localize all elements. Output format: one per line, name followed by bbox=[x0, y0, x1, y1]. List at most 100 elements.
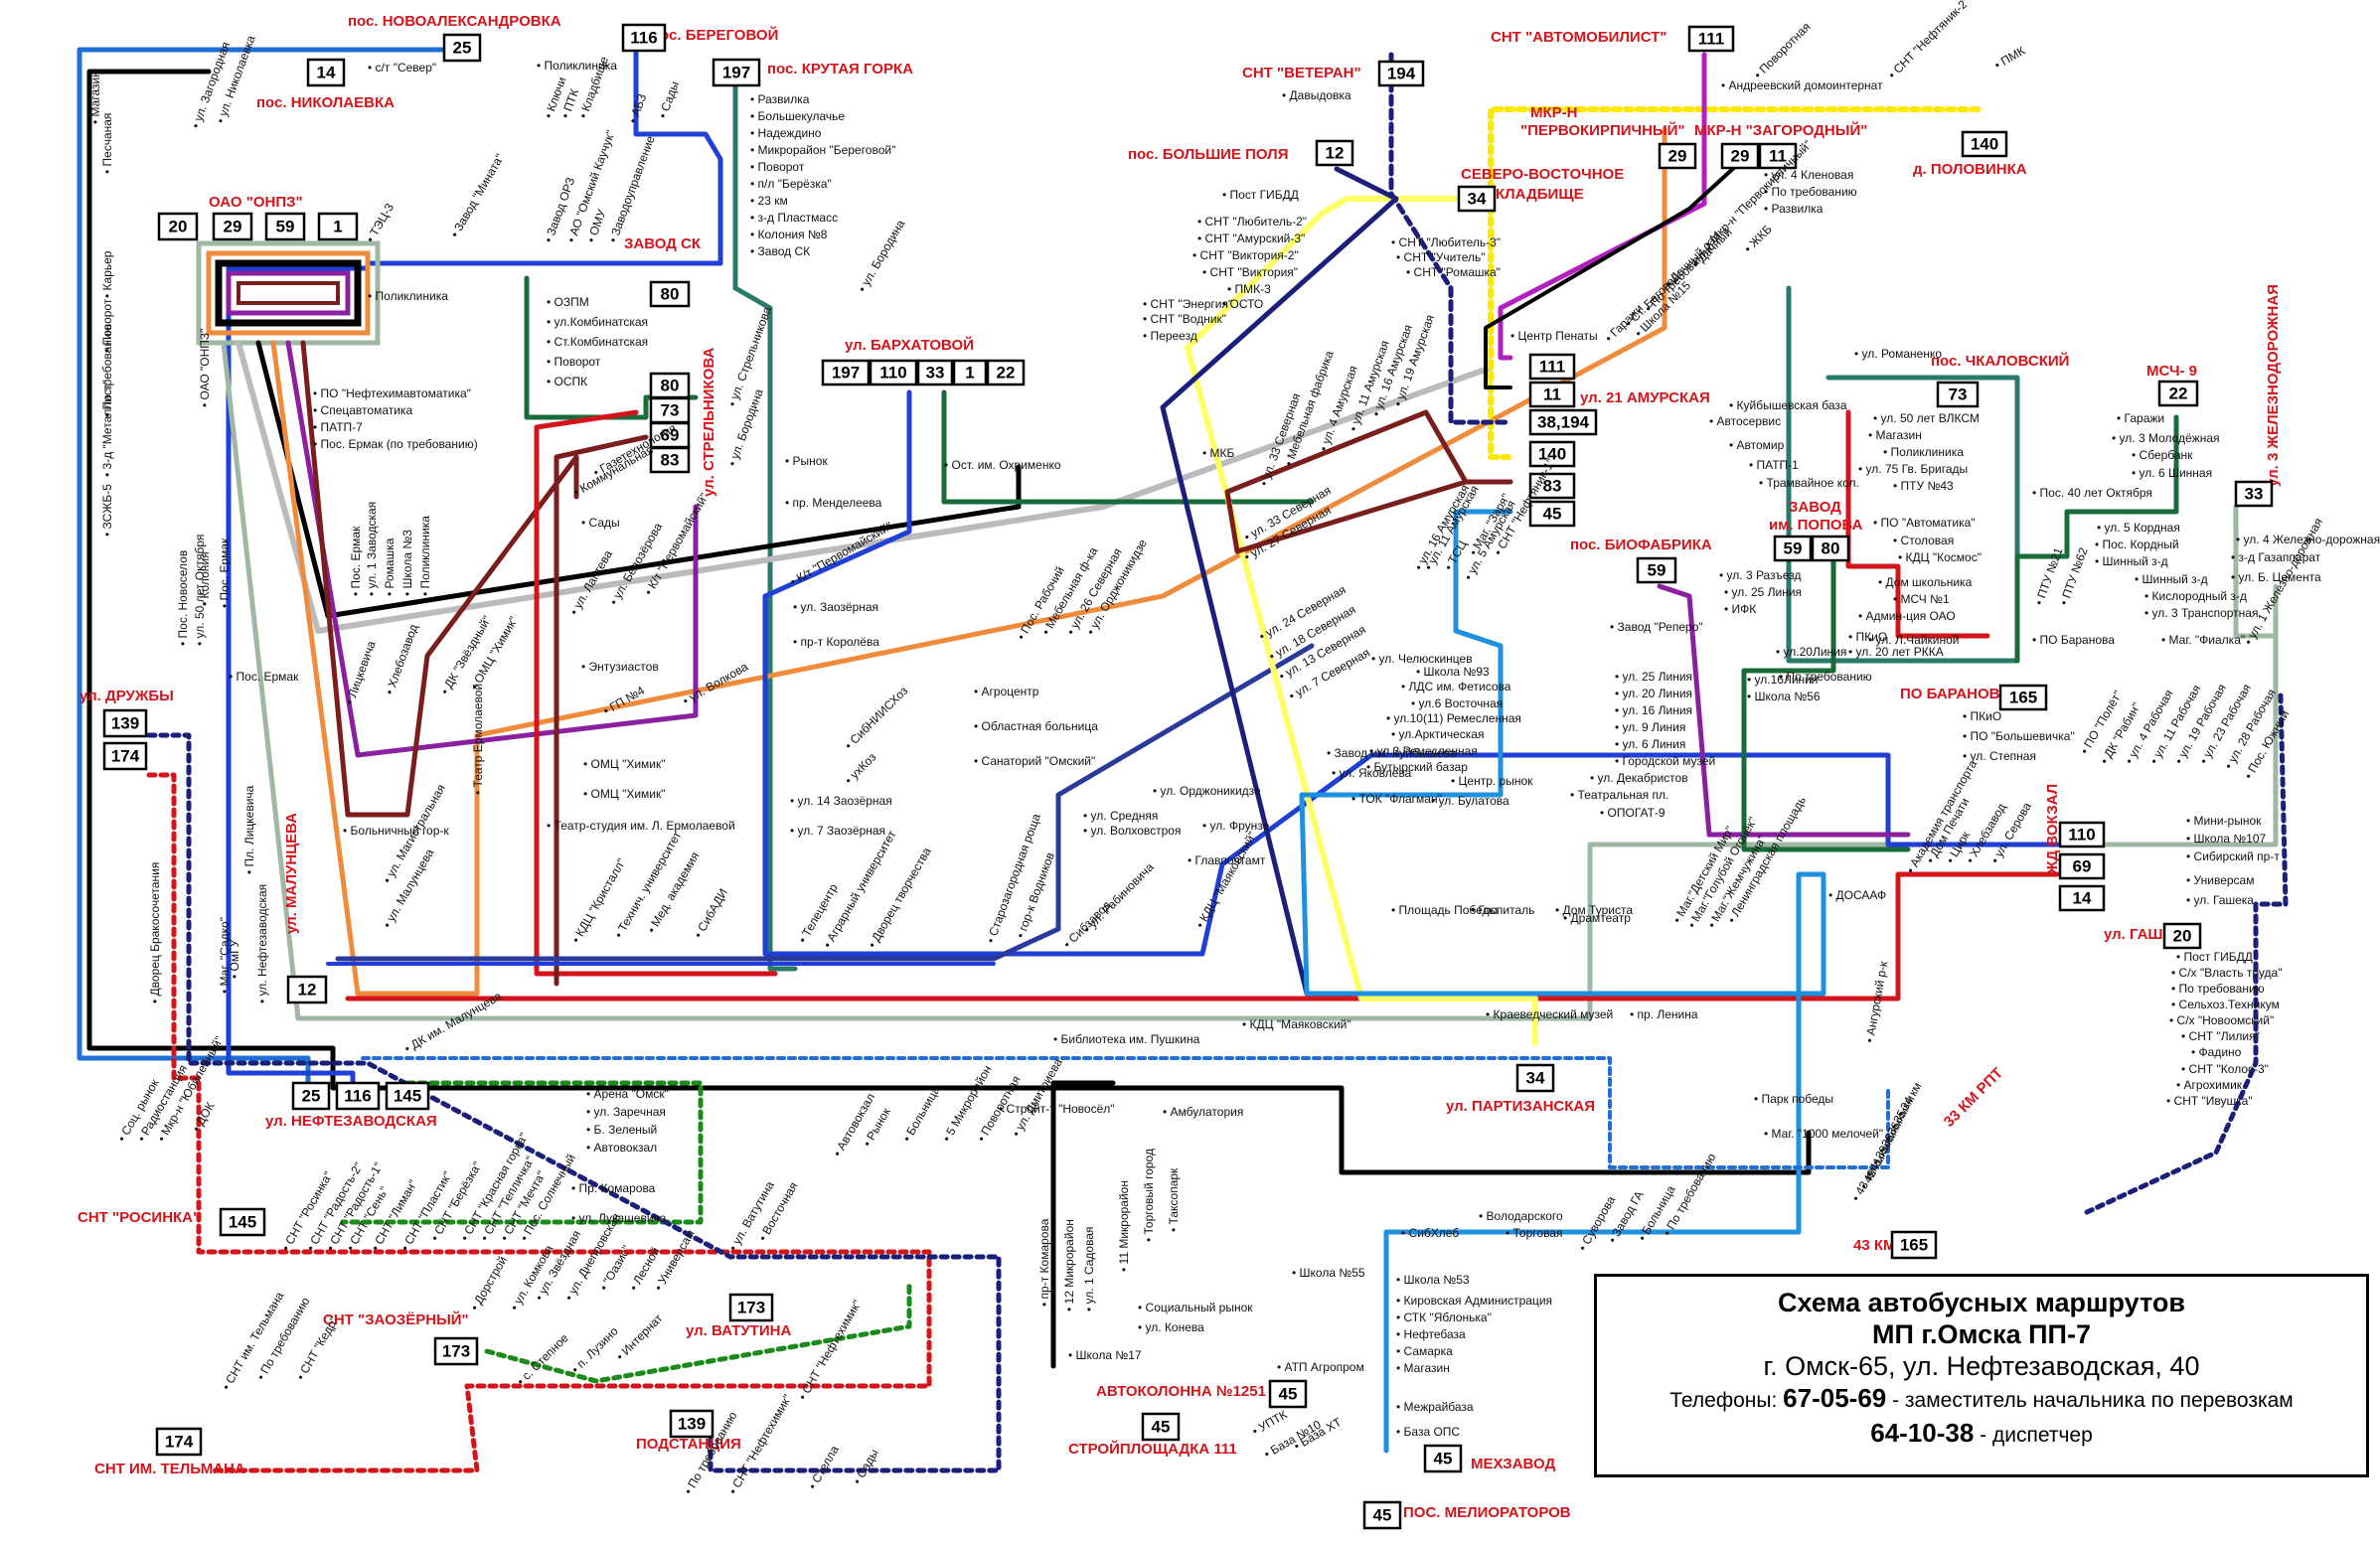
svg-text:83: 83 bbox=[661, 451, 680, 470]
place-label: СНТ "ЗАОЗЁРНЫЙ" bbox=[323, 1311, 469, 1328]
svg-text:80: 80 bbox=[1822, 540, 1840, 558]
svg-text:165: 165 bbox=[2009, 689, 2037, 707]
place-label: ЗАВОД bbox=[1789, 499, 1841, 516]
place-label: ПОДСТАНЦИЯ bbox=[636, 1436, 741, 1453]
stop-label: • Переезд bbox=[1143, 329, 1197, 343]
stop-label: • Стройт-т "Новосёл" bbox=[999, 1102, 1115, 1116]
stop-label: • ул. Б. Цемента bbox=[2231, 570, 2321, 584]
svg-text:45: 45 bbox=[1373, 1506, 1392, 1525]
stop-label: • Колония bbox=[198, 551, 212, 606]
route-box: 45 bbox=[1141, 1412, 1181, 1442]
stop-label: • ухКоз bbox=[842, 750, 879, 788]
stop-label: • з-д Пластмасс bbox=[750, 211, 838, 225]
stop-label: • Завод СК bbox=[750, 244, 810, 258]
svg-text:11: 11 bbox=[1769, 147, 1787, 166]
stop-label: • ул. 25 Линия bbox=[1615, 670, 1692, 684]
stop-label: • ОМЦ "Химик" bbox=[583, 787, 666, 801]
route-box: 174 bbox=[155, 1427, 203, 1457]
stop-label: • Андреевский домоинтернат bbox=[1721, 78, 1883, 92]
stop-label: • ул.6 Восточная bbox=[1411, 696, 1503, 710]
stop-label: • Столовая bbox=[1893, 534, 1954, 547]
place-label: ЖД ВОКЗАЛ bbox=[2044, 784, 2061, 875]
stop-label: • Шинный з-д bbox=[2095, 554, 2168, 568]
stop-label: • Мини-рынок bbox=[2186, 814, 2262, 828]
route-14-line bbox=[86, 69, 1812, 1175]
stop-label: • ОЗПМ bbox=[547, 295, 589, 309]
stop-label: • Админ-ция ОАО bbox=[1858, 609, 1956, 623]
route-box: 22 bbox=[2157, 380, 2199, 407]
route-box: 111 bbox=[1528, 353, 1576, 381]
place-label: ул. ПАРТИЗАНСКАЯ bbox=[1446, 1098, 1595, 1115]
stop-label: • Автосервис bbox=[1709, 414, 1781, 428]
stop-label: • СНТ "Колос-3" bbox=[2181, 1062, 2269, 1076]
stop-label: • ул. 1 Садовая bbox=[1082, 1226, 1096, 1312]
route-110-line bbox=[762, 389, 2060, 957]
stop-label: • Сады bbox=[581, 516, 620, 530]
svg-text:22: 22 bbox=[2169, 385, 2188, 403]
route-box: 59 bbox=[1636, 556, 1677, 584]
svg-text:165: 165 bbox=[1900, 1236, 1928, 1255]
phone-label: Телефоны: bbox=[1669, 1389, 1778, 1412]
stop-label: • Развилка bbox=[1764, 202, 1824, 216]
stop-label: • ПТУ №43 bbox=[1893, 479, 1954, 493]
stop-label: • Школа №55 bbox=[1292, 1266, 1365, 1280]
route-33-line bbox=[221, 340, 2279, 1021]
route-139-line bbox=[146, 732, 1002, 1473]
stop-label: • Суворова bbox=[1575, 1193, 1618, 1253]
svg-text:25: 25 bbox=[453, 39, 472, 58]
stop-label: • ул. 25 Линия bbox=[1724, 585, 1802, 599]
route-box: 140 bbox=[1961, 130, 2008, 158]
route-box: 59 bbox=[264, 212, 306, 241]
svg-text:12: 12 bbox=[1326, 144, 1345, 163]
route-145-line bbox=[340, 1080, 704, 1225]
svg-text:80: 80 bbox=[661, 285, 680, 304]
route-box: 145 bbox=[219, 1207, 266, 1237]
stop-label: • ул. 20 лет РККА bbox=[1848, 645, 1944, 659]
svg-text:1: 1 bbox=[333, 218, 342, 236]
route-box: 194 bbox=[1377, 60, 1425, 87]
onpz-loop bbox=[196, 240, 381, 346]
stop-label: • Санаторий "Омский" bbox=[974, 754, 1095, 768]
stop-label: • Большекулачье bbox=[750, 109, 845, 123]
stop-label: • Больница bbox=[899, 1084, 942, 1145]
stop-label: • Завод "Реперо" bbox=[1610, 620, 1703, 634]
stop-label: • СНТ "Энергия" bbox=[1143, 297, 1232, 311]
place-label: пос. ЧКАЛОВСКИЙ bbox=[1931, 352, 2069, 370]
stop-label: • Ромашка bbox=[383, 538, 397, 596]
route-box: 34 bbox=[1515, 1063, 1555, 1093]
stop-label: • ул. 6 Линия bbox=[1615, 737, 1685, 751]
route-box: 33 bbox=[916, 359, 954, 386]
route-145-band bbox=[335, 643, 1315, 962]
stop-label: • С/х "Новоомский" bbox=[2169, 1013, 2274, 1027]
stop-label: • Пл. Лицкевича bbox=[242, 785, 256, 874]
place-label: 33 КМ РПТ bbox=[1941, 1065, 2006, 1131]
route-box: 110 bbox=[869, 359, 918, 386]
stop-label: • СНТ "Водник" bbox=[1143, 312, 1226, 326]
svg-text:59: 59 bbox=[1784, 540, 1803, 558]
stop-label: • Поликлиника bbox=[1883, 445, 1964, 459]
stop-label: • СНТ "Амурский-3" bbox=[1197, 231, 1305, 245]
stop-label: • Пос. Новоселов bbox=[176, 550, 190, 646]
route-140-line bbox=[1488, 106, 1981, 460]
stop-label: • ул. 16 Линия bbox=[1615, 703, 1692, 717]
route-box: 12 bbox=[1315, 139, 1354, 167]
stop-label: • Ангурский р-к bbox=[1862, 960, 1890, 1044]
place-label: МСЧ- 9 bbox=[2146, 363, 2197, 380]
stop-label: • Пр. Комарова bbox=[571, 1181, 656, 1195]
svg-text:173: 173 bbox=[737, 1299, 765, 1317]
stop-label: • Школа №93 bbox=[1416, 665, 1490, 679]
stop-label: • ул. 3 Транспортная bbox=[2144, 606, 2258, 620]
route-11-line bbox=[1484, 152, 1751, 389]
svg-text:11: 11 bbox=[1543, 386, 1561, 404]
place-label: пос. БЕРЕГОВОЙ bbox=[651, 26, 778, 44]
svg-text:14: 14 bbox=[317, 64, 336, 82]
route-194-line bbox=[1388, 52, 1513, 425]
place-label: "ПЕРВОКИРПИЧНЫЙ" bbox=[1520, 121, 1684, 139]
stop-label: • КДЦ "Маяковский" bbox=[1192, 830, 1259, 931]
stop-label: • ул. 7 Заозёрная bbox=[790, 824, 885, 838]
place-label: д. ПОЛОВИНКА bbox=[1913, 161, 2027, 178]
stop-label: • Центр. рынок bbox=[1451, 774, 1533, 788]
place-label: ул. СТРЕЛЬНИКОВА bbox=[701, 348, 717, 497]
stop-label: • Володарского bbox=[1479, 1209, 1563, 1223]
stop-label: • пр-т Комарова bbox=[1037, 1218, 1051, 1307]
